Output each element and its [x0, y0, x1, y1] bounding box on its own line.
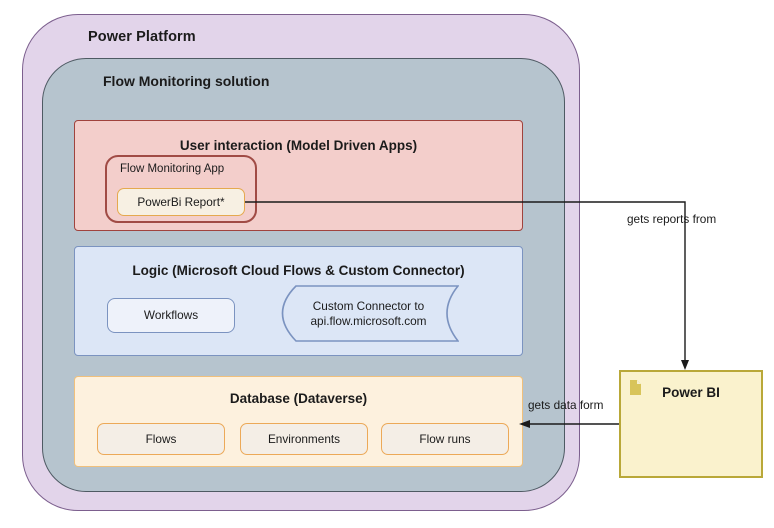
flows-label: Flows [145, 431, 177, 446]
flow-monitoring-app-label: Flow Monitoring App [120, 163, 225, 175]
workflows-node[interactable]: Workflows [107, 298, 235, 333]
custom-connector-label: Custom Connector to api.flow.microsoft.c… [300, 299, 426, 328]
flow-monitoring-app-group [105, 155, 257, 223]
user-interaction-title: User interaction (Model Driven Apps) [179, 138, 418, 153]
flow-runs-label: Flow runs [419, 431, 471, 446]
custom-connector-label-line2: api.flow.microsoft.com [310, 313, 427, 328]
database-title: Database (Dataverse) [229, 391, 368, 406]
edge-label-gets-data-form: gets data form [528, 398, 604, 412]
environments-label: Environments [267, 431, 341, 446]
power-bi-node[interactable]: Power BI [619, 370, 763, 478]
edge-label-gets-reports-from: gets reports from [627, 212, 717, 226]
logic-title: Logic (Microsoft Cloud Flows & Custom Co… [132, 263, 465, 278]
custom-connector-node[interactable]: Custom Connector to api.flow.microsoft.c… [268, 285, 459, 342]
powerbi-report-label: PowerBi Report* [137, 194, 225, 209]
note-corner-icon [630, 380, 641, 395]
workflows-label: Workflows [143, 308, 199, 323]
environments-node[interactable]: Environments [240, 423, 368, 455]
power-bi-label: Power BI [662, 385, 720, 400]
flow-monitoring-solution-label: Flow Monitoring solution [103, 73, 270, 89]
flow-runs-node[interactable]: Flow runs [381, 423, 509, 455]
custom-connector-label-line1: Custom Connector to [312, 298, 425, 313]
flows-node[interactable]: Flows [97, 423, 225, 455]
powerbi-report-node[interactable]: PowerBi Report* [117, 188, 245, 216]
power-platform-label: Power Platform [88, 29, 196, 45]
